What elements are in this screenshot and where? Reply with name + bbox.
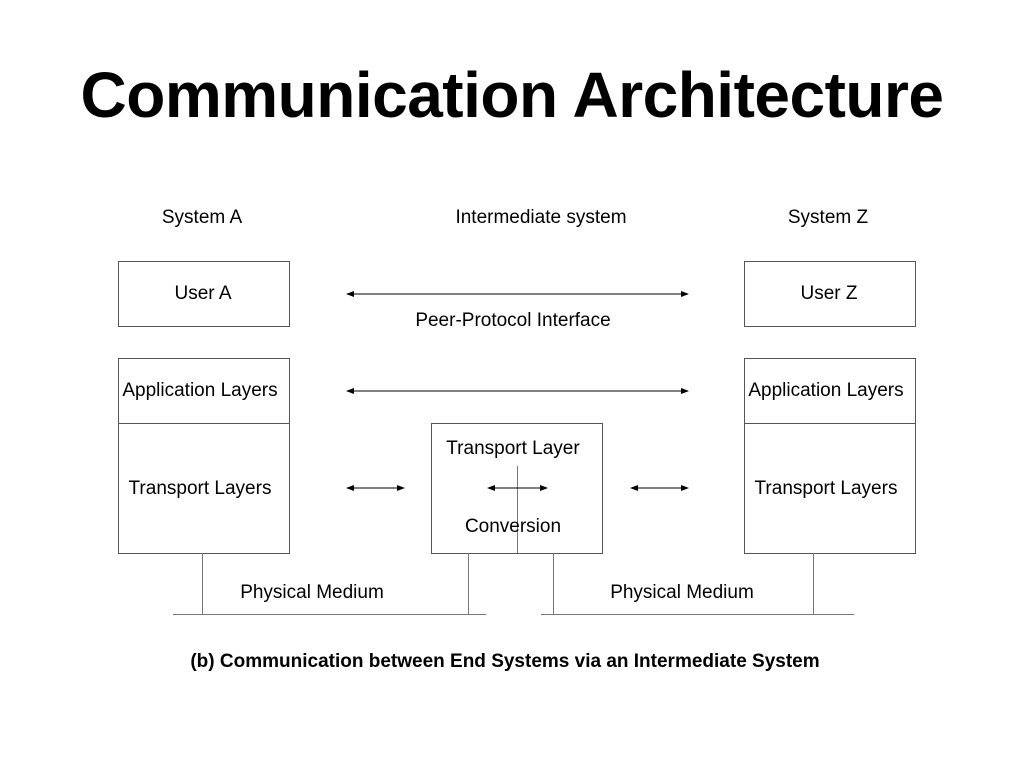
slide-title: Communication Architecture: [80, 59, 944, 131]
peer-protocol-interface-label: Peer-Protocol Interface: [415, 310, 610, 331]
physical-medium-right-label: Physical Medium: [610, 582, 754, 603]
conversion-label: Conversion: [465, 516, 561, 537]
intermediate-system-header: Intermediate system: [455, 207, 626, 228]
system-z-header: System Z: [788, 207, 869, 228]
user-z-label: User Z: [801, 283, 858, 304]
user-a-box: [118, 261, 290, 327]
system-a-header: System A: [162, 207, 243, 228]
transport-layer-conversion-label: Transport Layer: [446, 438, 580, 459]
system-z-stack: [744, 358, 916, 554]
transport-layers-a-label: Transport Layers: [129, 478, 272, 499]
user-z-box: [744, 261, 916, 327]
app-layers-a-label: Application Layers: [122, 380, 277, 401]
transport-layers-z-label: Transport Layers: [755, 478, 898, 499]
physical-medium-left-label: Physical Medium: [240, 582, 384, 603]
system-a-stack: [118, 358, 290, 554]
figure-caption: (b) Communication between End Systems vi…: [190, 651, 819, 672]
user-a-label: User A: [174, 283, 231, 304]
app-layers-z-label: Application Layers: [748, 380, 903, 401]
